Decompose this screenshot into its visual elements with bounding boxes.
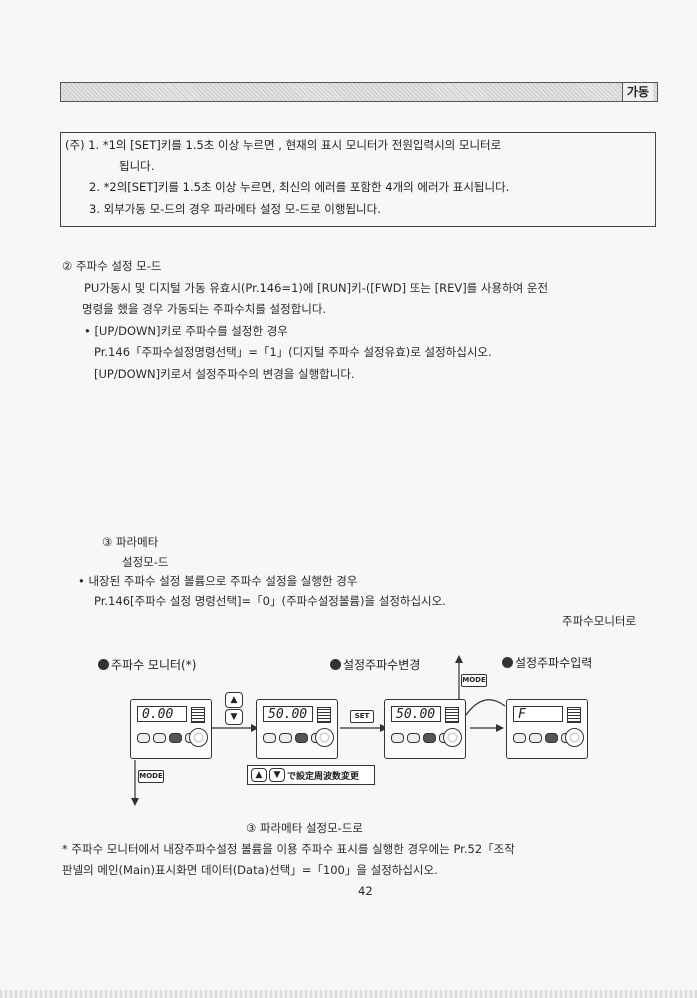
panel-display: 0.00 (137, 706, 187, 722)
mode-button-top[interactable]: MODE (461, 674, 487, 687)
unit-indicator-icon (567, 707, 581, 723)
note-line-1b: 됩니다. (119, 159, 155, 173)
unit-indicator-icon (191, 707, 205, 723)
frequency-knob-icon (443, 728, 462, 747)
operation-panel-monitor: 0.00 (130, 699, 212, 759)
down-arrow-icon: ▼ (269, 768, 285, 782)
unit-indicator-icon (317, 707, 331, 723)
diagram-label-frequency-monitor: 주파수 모니터(*) (98, 656, 196, 673)
down-button[interactable]: ▼ (225, 709, 243, 725)
frequency-knob-icon (565, 728, 584, 747)
set-button[interactable]: SET (350, 710, 374, 723)
operation-panel-frequency-change: 50.00 (256, 699, 338, 759)
frequency-knob-icon (315, 728, 334, 747)
section-header-bar: 가동 (60, 82, 658, 102)
section2-bullet-line2: [UP/DOWN]키로서 설정주파수의 변경을 실행합니다. (94, 367, 355, 381)
unit-indicator-icon (445, 707, 459, 723)
section3-right-note: 주파수모니터로 (562, 614, 637, 628)
section2-bullet-line1: Pr.146「주파수설정명령선택」=「1」(디지털 주파수 설정유효)로 설정하… (94, 345, 492, 359)
section3-subheading: 설정모-드 (122, 555, 169, 569)
note-box: (주) 1. *1의 [SET]키를 1.5초 이상 누르면 , 현재의 표시 … (60, 132, 656, 227)
panel-display: 50.00 (391, 706, 441, 722)
footer-note-line2: 판넬의 메인(Main)표시화면 데이터(Data)선택」=「100」을 설정하… (62, 863, 438, 877)
panel-display: F (513, 706, 563, 722)
section2-para-line2: 명령을 했을 경우 가동되는 주파수치를 설정합니다. (82, 302, 327, 316)
section2-bullet: • [UP/DOWN]키로 주파수를 설정한 경우 (84, 324, 288, 338)
scan-edge (0, 990, 697, 998)
section2-para-line1: PU가동시 및 디지털 가동 유효시(Pr.146=1)에 [RUN]키-([F… (84, 281, 549, 295)
operation-panel-frequency-set: 50.00 (384, 699, 466, 759)
section3-bullet: • 내장된 주파수 설정 볼륨으로 주파수 설정을 실행한 경우 (78, 574, 358, 588)
diagram-label-set-frequency-change: 설정주파수변경 (330, 656, 420, 673)
frequency-knob-icon (189, 728, 208, 747)
frequency-change-label: で設定周波数変更 (287, 771, 360, 782)
panel-display: 50.00 (263, 706, 313, 722)
section3-heading: ③ 파라메타 (102, 535, 159, 549)
operation-panel-frequency-input: F (506, 699, 588, 759)
up-button[interactable]: ▲ (225, 692, 243, 708)
bullet-dot-icon (330, 659, 341, 670)
note-line-1: (주) 1. *1의 [SET]키를 1.5초 이상 누르면 , 현재의 표시 … (65, 138, 502, 152)
section2-heading: ② 주파수 설정 모-드 (62, 259, 162, 273)
diagram-caption: ③ 파라메타 설정모-드로 (246, 821, 363, 835)
section-label: 가동 (621, 83, 653, 101)
diagram-label-set-frequency-input: 설정주파수입력 (502, 654, 592, 671)
note-line-3: 3. 외부가동 모-드의 경우 파라메타 설정 모-드로 이행됩니다. (89, 202, 381, 216)
page-number: 42 (358, 884, 373, 898)
up-arrow-icon: ▲ (251, 768, 267, 782)
footer-note-line1: * 주파수 모니터에서 내장주파수설정 볼륨을 이용 주파수 표시를 실행한 경… (62, 842, 515, 856)
bullet-dot-icon (502, 657, 513, 668)
section3-bullet-line1: Pr.146[주파수 설정 명령선택]=「0」(주파수설정볼륨)을 설정하십시오… (94, 594, 446, 608)
updown-frequency-change-box: ▲ ▼ で設定周波数変更 (247, 765, 375, 785)
note-line-2: 2. *2의[SET]키를 1.5초 이상 누르면, 최신의 에러를 포함한 4… (89, 180, 510, 194)
mode-button-bottom[interactable]: MODE (138, 770, 164, 783)
bullet-dot-icon (98, 659, 109, 670)
